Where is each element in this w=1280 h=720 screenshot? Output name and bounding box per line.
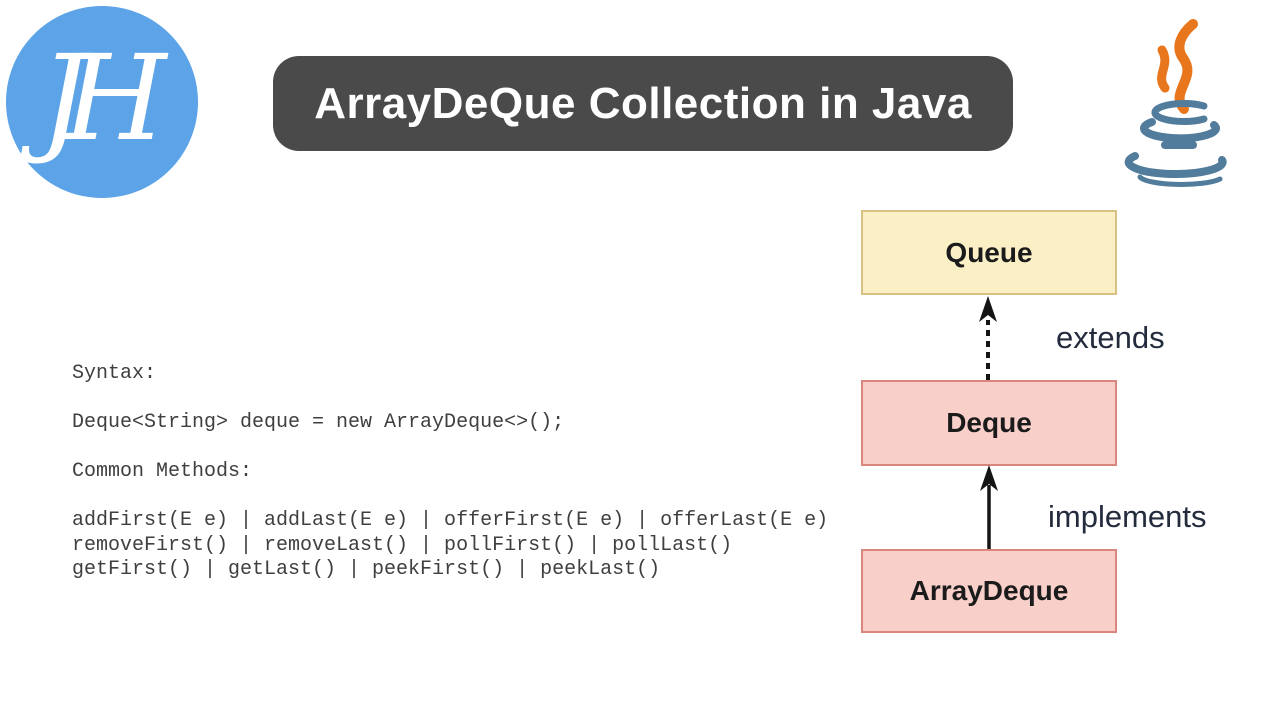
- code-snippet: Syntax: Deque<String> deque = new ArrayD…: [72, 362, 829, 581]
- java-logo-icon: [1124, 19, 1227, 187]
- brand-logo: JH: [6, 6, 198, 198]
- diagram-node-queue: Queue: [861, 210, 1117, 295]
- diagram-node-queue-label: Queue: [945, 236, 1033, 268]
- extends-label: extends: [1056, 320, 1165, 355]
- brand-monogram-icon: JH: [39, 29, 167, 167]
- page-title: ArrayDeQue Collection in Java: [314, 78, 972, 128]
- implements-label: implements: [1048, 499, 1207, 534]
- diagram-node-deque-label: Deque: [946, 407, 1032, 438]
- extends-arrow-icon: [979, 296, 997, 380]
- diagram-node-arraydeque-label: ArrayDeque: [909, 575, 1069, 606]
- implements-arrow-icon: [980, 465, 998, 549]
- diagram-node-deque: Deque: [861, 380, 1117, 466]
- diagram-node-arraydeque: ArrayDeque: [861, 549, 1117, 633]
- title-banner: ArrayDeQue Collection in Java: [273, 56, 1013, 151]
